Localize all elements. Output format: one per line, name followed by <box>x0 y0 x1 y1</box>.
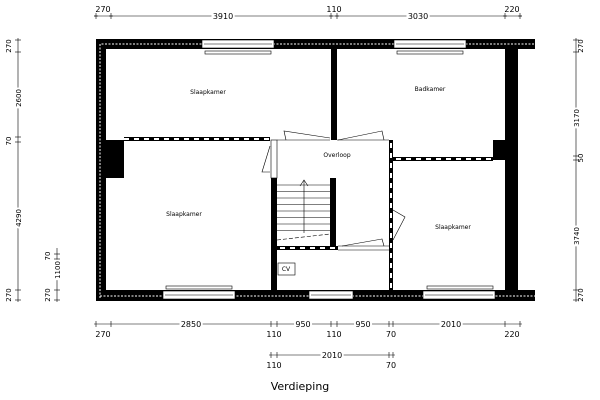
dim-label: 1100 <box>54 261 62 279</box>
dimension-bottom: 2850 950 950 2010 270 110 110 70 220 201… <box>94 318 522 370</box>
dim-label: 2850 <box>181 320 201 329</box>
interior-walls <box>106 48 507 291</box>
dim-label: 270 <box>5 39 13 52</box>
dim-label: 3740 <box>573 227 581 245</box>
dim-label: 110 <box>326 330 341 339</box>
floor-title: Verdieping <box>271 380 330 393</box>
dim-label: 110 <box>266 361 281 370</box>
room-label-slaapkamer-sw: Slaapkamer <box>166 211 202 218</box>
dim-label: 70 <box>386 330 396 339</box>
dim-label: 2010 <box>322 351 342 360</box>
cv-unit <box>277 262 296 276</box>
dim-label: 270 <box>577 288 585 301</box>
dim-label: 3030 <box>408 12 428 21</box>
dim-label: 950 <box>295 320 310 329</box>
dim-label: 270 <box>95 330 110 339</box>
dim-label: 70 <box>5 137 13 146</box>
dim-label: 3910 <box>213 12 233 21</box>
dim-label: 270 <box>95 5 110 14</box>
dim-label: 2600 <box>15 89 23 107</box>
dim-label: 50 <box>577 154 585 163</box>
dim-label: 70 <box>44 252 52 261</box>
dim-label: 950 <box>355 320 370 329</box>
dim-label: 220 <box>504 5 519 14</box>
room-label-slaapkamer-se: Slaapkamer <box>435 224 471 231</box>
cv-label: CV <box>282 266 291 273</box>
room-label-badkamer: Badkamer <box>415 86 446 93</box>
dimension-top: 270 3910 110 3030 220 <box>94 5 522 23</box>
outer-walls <box>96 39 535 301</box>
dim-label: 270 <box>44 288 52 301</box>
dim-label: 4290 <box>15 209 23 227</box>
dim-label: 2010 <box>441 320 461 329</box>
dim-label: 270 <box>577 39 585 52</box>
dim-label: 3170 <box>573 109 581 127</box>
staircase <box>276 179 331 241</box>
dimension-left: 270 2600 70 4290 270 70 1100 270 <box>5 38 64 302</box>
dim-label: 220 <box>504 330 519 339</box>
room-label-slaapkamer-nw: Slaapkamer <box>190 89 226 96</box>
dimension-right: 270 3170 50 3740 270 <box>571 38 585 302</box>
dim-label: 110 <box>266 330 281 339</box>
windows <box>162 39 496 300</box>
doors <box>261 130 406 247</box>
room-label-overloop: Overloop <box>323 152 350 159</box>
dim-label: 110 <box>326 5 341 14</box>
dim-label: 270 <box>5 288 13 301</box>
dim-label: 70 <box>386 361 396 370</box>
